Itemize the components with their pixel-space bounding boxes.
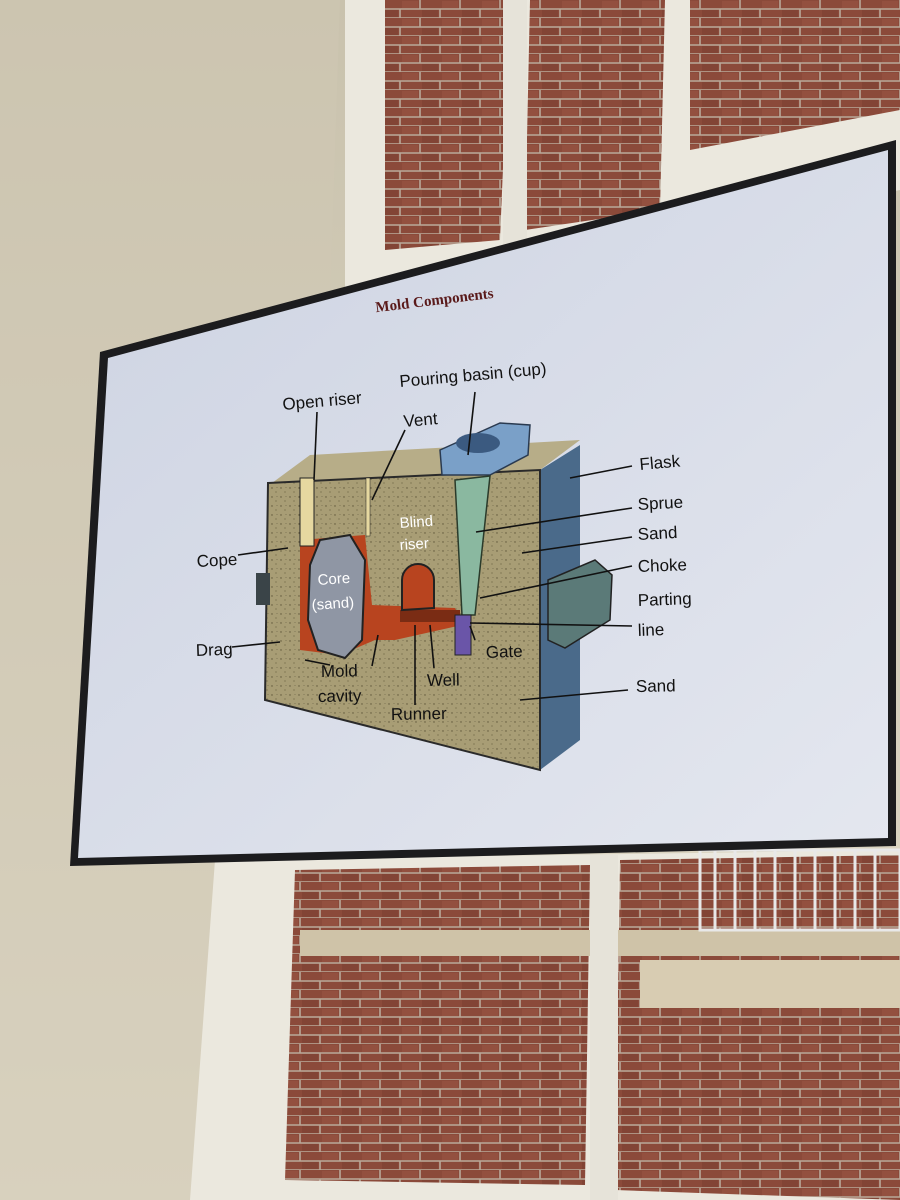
label-choke: Choke <box>637 555 687 576</box>
window-upper-brick-left <box>385 0 510 250</box>
window-mullion-upper <box>503 0 527 245</box>
gate <box>454 614 472 656</box>
blind-riser <box>401 563 435 612</box>
label-runner: Runner <box>391 704 447 724</box>
mold-diagram <box>256 422 613 772</box>
label-sand-lower: Sand <box>636 676 676 696</box>
label-mold-2: cavity <box>318 686 362 706</box>
sprue <box>454 475 491 616</box>
label-flask: Flask <box>639 451 682 474</box>
runner <box>400 610 460 622</box>
leader-lines <box>231 391 633 705</box>
label-well: Well <box>427 670 460 690</box>
label-pouring-basin: Pouring basin (cup) <box>399 359 548 391</box>
label-gate: Gate <box>485 642 523 662</box>
open-riser <box>299 477 315 547</box>
balcony-railing <box>698 848 900 932</box>
label-blind-riser-1: Blind <box>399 513 433 532</box>
label-core-2: (sand) <box>311 594 355 614</box>
building-ledge-lower <box>640 960 900 1008</box>
label-parting-1: Parting <box>637 589 692 610</box>
label-cope: Cope <box>196 550 238 571</box>
balcony-railing-bars <box>713 850 877 930</box>
label-core-1: Core <box>317 570 351 589</box>
label-sand-upper: Sand <box>637 523 678 544</box>
label-drag: Drag <box>195 640 233 660</box>
label-blind-riser-2: riser <box>399 535 429 554</box>
label-vent: Vent <box>403 409 439 431</box>
window-mullion-lower <box>590 855 618 1200</box>
vent <box>365 477 371 537</box>
slide-title: Mold Components <box>375 286 495 316</box>
window-upper-brick-mid <box>525 0 665 230</box>
parting-block-left <box>256 573 270 605</box>
core-sand <box>306 533 367 660</box>
label-open-riser: Open riser <box>282 388 363 414</box>
window-upper-brick-right <box>690 0 900 150</box>
label-parting-2: line <box>637 620 664 640</box>
pouring-basin-cup <box>456 433 500 453</box>
label-sprue: Sprue <box>637 493 683 514</box>
label-mold-1: Mold <box>321 661 358 681</box>
